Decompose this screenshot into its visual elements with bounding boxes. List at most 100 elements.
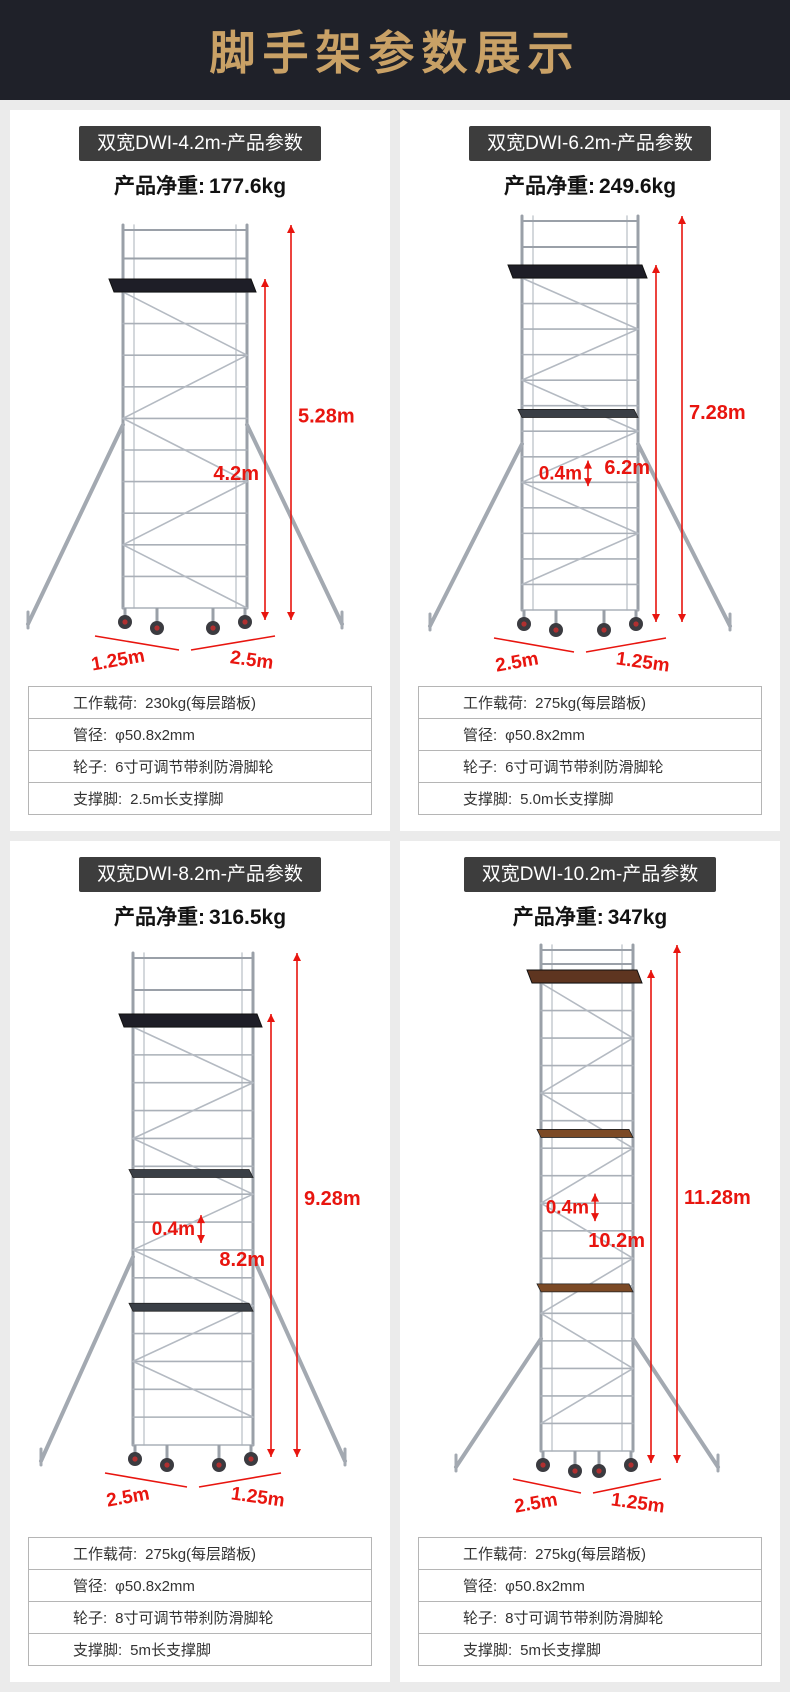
- spec-value: 8寸可调节带刹防滑脚轮: [115, 1610, 274, 1627]
- weight-label: 产品净重:: [503, 175, 595, 198]
- spec-row-load: 工作载荷:275kg(每层踏板): [29, 1538, 371, 1569]
- spec-row-wheels: 轮子: 6寸可调节带刹防滑脚轮: [419, 750, 761, 782]
- dimension-line: [678, 216, 686, 622]
- dimension-label: 8.2m: [219, 1249, 265, 1271]
- spec-label: 支撑脚:: [73, 1642, 123, 1659]
- spec-label: 工作载荷:: [73, 695, 138, 712]
- spec-value: φ50.8x2mm: [115, 1578, 195, 1595]
- dimension-label: 2.5m: [229, 647, 275, 674]
- spec-row-outrigger: 支撑脚: 5m长支撑脚: [419, 1633, 761, 1665]
- dimension-line: [261, 279, 269, 620]
- dimension-label: 2.5m: [105, 1483, 151, 1511]
- product-title-badge: 双宽DWI-4.2m-产品参数: [79, 126, 321, 161]
- dimension-line: [197, 1215, 205, 1243]
- spec-label: 支撑脚:: [463, 1642, 513, 1659]
- spec-value: 2.5m长支撑脚: [130, 791, 224, 808]
- product-net-weight: 产品净重:316.5kg: [114, 901, 286, 931]
- spec-table: 工作载荷:275kg(每层踏板) 管径: φ50.8x2mm 轮子: 6寸可调节带刹…: [418, 686, 762, 815]
- dimension-line: [287, 225, 295, 620]
- spec-row-wheels: 轮子: 8寸可调节带刹防滑脚轮: [419, 1601, 761, 1633]
- spec-label: 轮子:: [73, 759, 108, 776]
- spec-row-tube-diameter: 管径: φ50.8x2mm: [29, 718, 371, 750]
- product-net-weight: 产品净重:347kg: [513, 901, 668, 931]
- spec-label: 管径:: [73, 727, 108, 744]
- spec-row-tube-diameter: 管径: φ50.8x2mm: [419, 1569, 761, 1601]
- spec-row-tube-diameter: 管径: φ50.8x2mm: [419, 718, 761, 750]
- dimension-label: 1.25m: [90, 646, 147, 676]
- dimension-label: 10.2m: [588, 1230, 645, 1252]
- spec-label: 轮子:: [463, 1610, 498, 1627]
- dimension-label: 5.28m: [298, 406, 355, 428]
- spec-table: 工作载荷:275kg(每层踏板) 管径: φ50.8x2mm 轮子:8寸可调节带刹…: [28, 1537, 372, 1666]
- weight-value: 316.5kg: [208, 906, 287, 929]
- dimension-line: [584, 460, 592, 487]
- spec-value: 8寸可调节带刹防滑脚轮: [505, 1610, 664, 1627]
- mid-platform: [128, 1302, 254, 1312]
- spec-value: φ50.8x2mm: [505, 1578, 585, 1595]
- mid-platform: [517, 409, 639, 418]
- spec-row-load: 工作载荷:275kg(每层踏板): [419, 687, 761, 718]
- header-banner: 脚手架参数展示: [0, 0, 790, 100]
- dimension-label: 1.25m: [615, 648, 671, 676]
- spec-value: 6寸可调节带刹防滑脚轮: [115, 759, 274, 776]
- product-title-badge: 双宽DWI-10.2m-产品参数: [463, 857, 717, 892]
- mid-platform: [536, 1283, 634, 1293]
- product-net-weight: 产品净重:177.6kg: [114, 170, 286, 200]
- spec-label: 支撑脚:: [463, 791, 513, 808]
- dimension-label: 0.4m: [546, 1197, 589, 1218]
- spec-label: 工作载荷:: [73, 1546, 138, 1563]
- spec-label: 工作载荷:: [463, 695, 528, 712]
- dimension-line: [591, 1193, 599, 1222]
- scaffold-frame: [39, 951, 347, 1467]
- spec-value: 230kg(每层踏板): [145, 695, 257, 712]
- product-net-weight: 产品净重:249.6kg: [504, 170, 676, 200]
- dimension-line: [652, 265, 660, 622]
- mid-platform: [536, 1129, 634, 1138]
- scaffold-frame: [26, 223, 344, 630]
- spec-label: 管径:: [73, 1578, 108, 1595]
- spec-value: φ50.8x2mm: [115, 727, 195, 744]
- spec-value: φ50.8x2mm: [505, 727, 585, 744]
- platform-deck: [526, 969, 643, 984]
- spec-row-outrigger: 支撑脚: 2.5m长支撑脚: [29, 782, 371, 814]
- spec-value: 5m长支撑脚: [520, 1642, 602, 1659]
- dimension-label: 0.4m: [539, 463, 582, 484]
- scaffold-frame: [454, 943, 720, 1473]
- spec-row-outrigger: 支撑脚: 5m长支撑脚: [29, 1633, 371, 1665]
- spec-value: 5m长支撑脚: [130, 1642, 212, 1659]
- spec-label: 管径:: [463, 1578, 498, 1595]
- spec-row-load: 工作载荷:275kg(每层踏板): [419, 1538, 761, 1569]
- spec-row-tube-diameter: 管径: φ50.8x2mm: [29, 1569, 371, 1601]
- spec-value: 6寸可调节带刹防滑脚轮: [505, 759, 664, 776]
- product-title-badge: 双宽DWI-8.2m-产品参数: [79, 857, 321, 892]
- dimension-line: [673, 945, 681, 1463]
- spec-table: 工作载荷:275kg(每层踏板) 管径: φ50.8x2mm 轮子: 8寸可调节带刹…: [418, 1537, 762, 1666]
- spec-label: 管径:: [463, 727, 498, 744]
- spec-label: 支撑脚:: [73, 791, 123, 808]
- dimension-label: 6.2m: [604, 457, 650, 479]
- dimension-label: 11.28m: [684, 1187, 751, 1209]
- platform-deck: [108, 278, 257, 293]
- mid-platform: [128, 1169, 254, 1178]
- spec-label: 轮子:: [463, 759, 498, 776]
- product-title: 双宽DWI-6.2m-产品参数: [487, 133, 693, 154]
- product-title: 双宽DWI-4.2m-产品参数: [97, 133, 303, 154]
- spec-row-wheels: 轮子:8寸可调节带刹防滑脚轮: [29, 1601, 371, 1633]
- dimension-label: 9.28m: [304, 1188, 361, 1210]
- weight-label: 产品净重:: [113, 175, 205, 198]
- product-title: 双宽DWI-8.2m-产品参数: [97, 864, 303, 885]
- dimension-label: 0.4m: [152, 1219, 195, 1240]
- dimension-line: [647, 970, 655, 1463]
- dimension-label: 2.5m: [513, 1489, 559, 1517]
- dimension-label: 2.5m: [494, 648, 540, 676]
- dimension-line: [267, 1014, 275, 1457]
